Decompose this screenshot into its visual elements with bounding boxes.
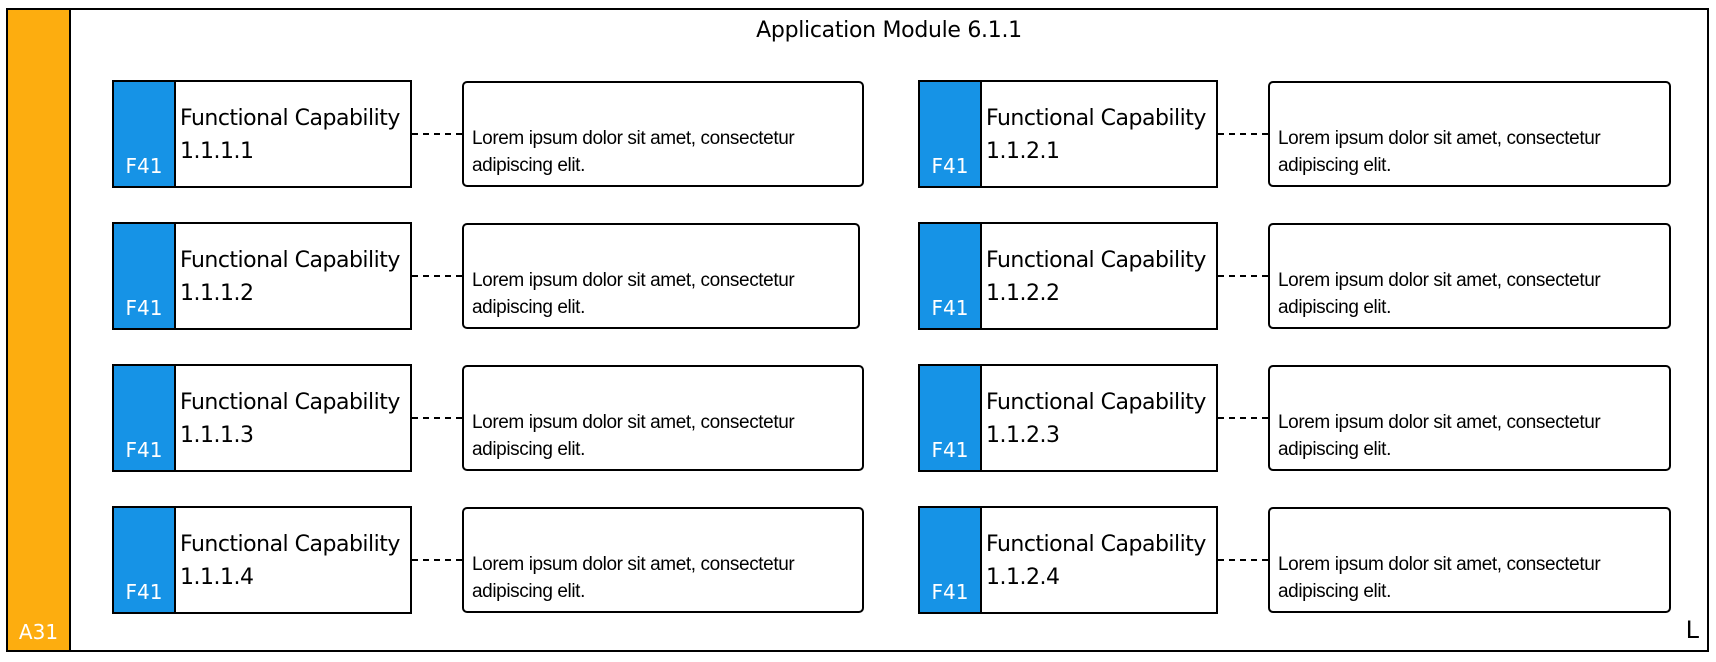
- dashed-connector: [1218, 417, 1268, 419]
- capability-title-line1: Functional Capability: [180, 248, 400, 273]
- capability-description-text: Lorem ipsum dolor sit amet, consectetur …: [472, 412, 795, 460]
- capability-tag-label: F41: [125, 438, 163, 462]
- capability-title-line2: 1.1.1.2: [180, 281, 254, 306]
- capability-title: Functional Capability 1.1.2.1: [986, 102, 1218, 168]
- functional-capability-box: F41 Functional Capability 1.1.1.1: [112, 80, 412, 188]
- capability-title-line2: 1.1.1.3: [180, 423, 254, 448]
- capability-description-text: Lorem ipsum dolor sit amet, consectetur …: [472, 128, 795, 176]
- capability-title-line1: Functional Capability: [986, 106, 1206, 131]
- module-side-bar: A31: [8, 10, 71, 650]
- capability-description-box: Lorem ipsum dolor sit amet, consectetur …: [462, 81, 864, 187]
- dashed-connector: [412, 417, 462, 419]
- capability-description-text: Lorem ipsum dolor sit amet, consectetur …: [1278, 412, 1601, 460]
- capability-tag-label: F41: [931, 154, 969, 178]
- capability-description-box: Lorem ipsum dolor sit amet, consectetur …: [462, 507, 864, 613]
- capability-title-line2: 1.1.2.2: [986, 281, 1060, 306]
- capability-tag-label: F41: [125, 580, 163, 604]
- capability-tag: F41: [114, 82, 176, 186]
- capability-description-box: Lorem ipsum dolor sit amet, consectetur …: [462, 365, 864, 471]
- capability-title: Functional Capability 1.1.2.3: [986, 386, 1218, 452]
- capability-tag-label: F41: [931, 580, 969, 604]
- capability-title-line2: 1.1.1.4: [180, 565, 254, 590]
- capability-title: Functional Capability 1.1.1.3: [180, 386, 412, 452]
- dashed-connector: [1218, 275, 1268, 277]
- capability-description-box: Lorem ipsum dolor sit amet, consectetur …: [462, 223, 860, 329]
- capability-title: Functional Capability 1.1.2.2: [986, 244, 1218, 310]
- capability-tag: F41: [920, 82, 982, 186]
- capability-title: Functional Capability 1.1.1.2: [180, 244, 412, 310]
- capability-title-line1: Functional Capability: [180, 390, 400, 415]
- dashed-connector: [412, 133, 462, 135]
- capability-description-text: Lorem ipsum dolor sit amet, consectetur …: [472, 554, 795, 602]
- dashed-connector: [1218, 559, 1268, 561]
- dashed-connector: [412, 559, 462, 561]
- capability-title-line2: 1.1.2.3: [986, 423, 1060, 448]
- capability-description-box: Lorem ipsum dolor sit amet, consectetur …: [1268, 223, 1671, 329]
- capability-title-line2: 1.1.2.4: [986, 565, 1060, 590]
- capability-description-text: Lorem ipsum dolor sit amet, consectetur …: [472, 270, 795, 318]
- capability-title-line1: Functional Capability: [986, 248, 1206, 273]
- functional-capability-box: F41 Functional Capability 1.1.2.3: [918, 364, 1218, 472]
- module-bar-label: A31: [18, 620, 59, 644]
- functional-capability-box: F41 Functional Capability 1.1.2.1: [918, 80, 1218, 188]
- capability-title: Functional Capability 1.1.2.4: [986, 528, 1218, 594]
- capability-tag: F41: [920, 508, 982, 612]
- functional-capability-box: F41 Functional Capability 1.1.1.4: [112, 506, 412, 614]
- capability-tag-label: F41: [931, 438, 969, 462]
- capability-title-line2: 1.1.1.1: [180, 139, 254, 164]
- functional-capability-box: F41 Functional Capability 1.1.1.3: [112, 364, 412, 472]
- functional-capability-box: F41 Functional Capability 1.1.2.2: [918, 222, 1218, 330]
- functional-capability-box: F41 Functional Capability 1.1.2.4: [918, 506, 1218, 614]
- capability-description-text: Lorem ipsum dolor sit amet, consectetur …: [1278, 128, 1601, 176]
- capability-description-text: Lorem ipsum dolor sit amet, consectetur …: [1278, 554, 1601, 602]
- capability-title: Functional Capability 1.1.1.1: [180, 102, 412, 168]
- capability-tag: F41: [114, 366, 176, 470]
- capability-tag: F41: [920, 224, 982, 328]
- capability-title-line1: Functional Capability: [180, 106, 400, 131]
- dashed-connector: [1218, 133, 1268, 135]
- capability-title-line1: Functional Capability: [986, 390, 1206, 415]
- functional-capability-box: F41 Functional Capability 1.1.1.2: [112, 222, 412, 330]
- capability-tag: F41: [114, 224, 176, 328]
- capability-tag-label: F41: [931, 296, 969, 320]
- capability-description-box: Lorem ipsum dolor sit amet, consectetur …: [1268, 81, 1671, 187]
- dashed-connector: [412, 275, 462, 277]
- capability-description-text: Lorem ipsum dolor sit amet, consectetur …: [1278, 270, 1601, 318]
- capability-tag: F41: [920, 366, 982, 470]
- capability-tag-label: F41: [125, 296, 163, 320]
- capability-description-box: Lorem ipsum dolor sit amet, consectetur …: [1268, 365, 1671, 471]
- capability-title: Functional Capability 1.1.1.4: [180, 528, 412, 594]
- capability-title-line2: 1.1.2.1: [986, 139, 1060, 164]
- module-title: Application Module 6.1.1: [756, 18, 1022, 43]
- capability-tag: F41: [114, 508, 176, 612]
- corner-mark: L: [1685, 616, 1699, 644]
- capability-title-line1: Functional Capability: [986, 532, 1206, 557]
- capability-description-box: Lorem ipsum dolor sit amet, consectetur …: [1268, 507, 1671, 613]
- capability-title-line1: Functional Capability: [180, 532, 400, 557]
- capability-tag-label: F41: [125, 154, 163, 178]
